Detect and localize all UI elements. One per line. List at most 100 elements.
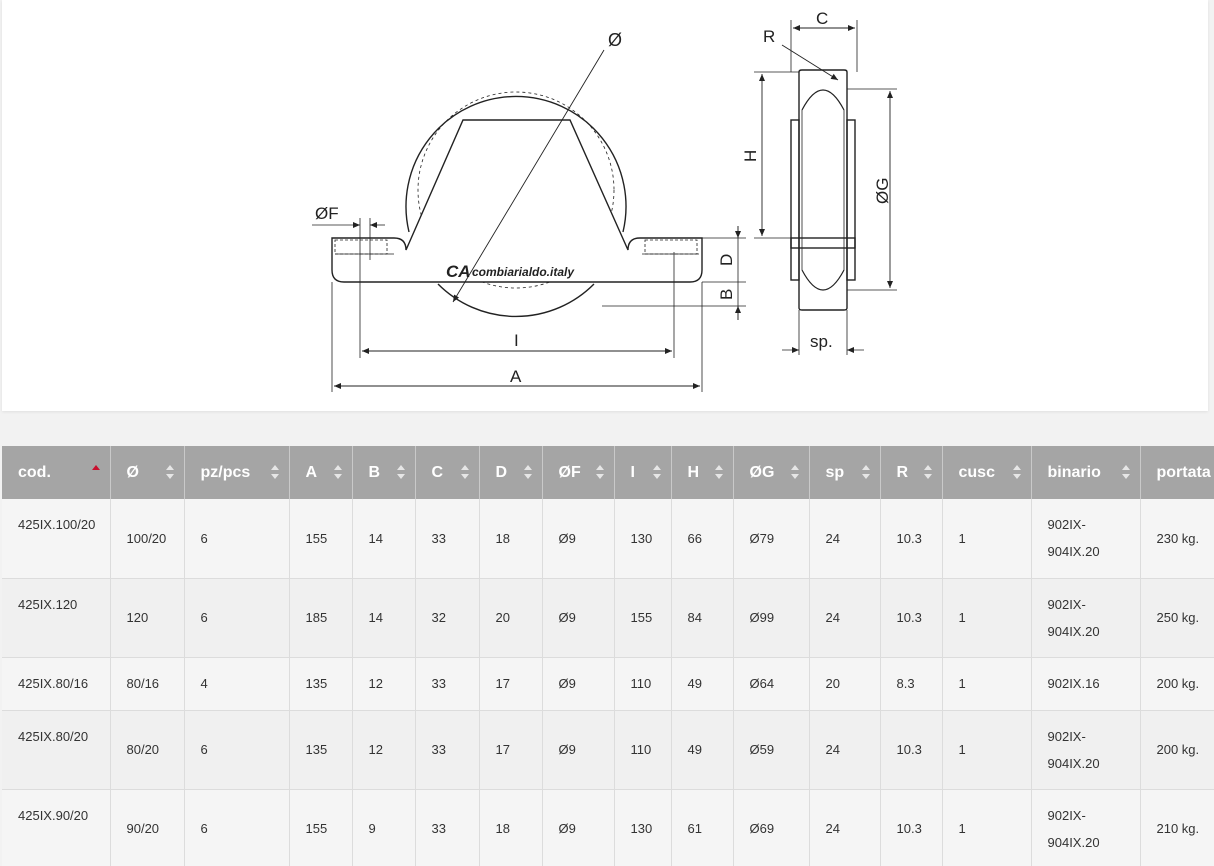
sort-icon: [460, 465, 469, 479]
cell-c: 32: [415, 578, 480, 658]
cell-sp: 24: [809, 578, 881, 658]
cell-diameter: 80/20: [110, 710, 185, 790]
sort-icon: [165, 465, 174, 479]
product-table: cod. Ø pz/pcs A B C D ØF I H ØG sp R cus…: [2, 446, 1214, 866]
column-header-cusc[interactable]: cusc: [942, 446, 1032, 499]
sort-ascending-icon: [91, 465, 100, 479]
cell-portata: 230 kg.: [1140, 499, 1214, 579]
sort-icon: [595, 465, 604, 479]
cell-r: 10.3: [880, 578, 943, 658]
cell-i: 110: [614, 657, 672, 711]
cell-cod: 425IX.80/16: [2, 657, 111, 711]
cell-pz: 6: [184, 789, 290, 866]
column-header-b[interactable]: B: [352, 446, 416, 499]
table-row: 425IX.100/20 100/20 6 155 14 33 18 Ø9 13…: [2, 499, 1214, 579]
cell-sp: 20: [809, 657, 881, 711]
cell-b: 14: [352, 578, 416, 658]
cell-a: 155: [289, 499, 353, 579]
cell-c: 33: [415, 499, 480, 579]
side-bracket-left: [790, 119, 800, 281]
cell-r: 8.3: [880, 657, 943, 711]
cell-cod: 425IX.90/20: [2, 789, 111, 866]
sort-icon: [790, 465, 799, 479]
column-header-i[interactable]: I: [614, 446, 672, 499]
cell-d: 18: [479, 789, 543, 866]
column-header-r[interactable]: R: [880, 446, 943, 499]
column-header-d[interactable]: D: [479, 446, 543, 499]
label-C: C: [816, 9, 828, 28]
cell-a: 185: [289, 578, 353, 658]
table-row: 425IX.80/16 80/16 4 135 12 33 17 Ø9 110 …: [2, 657, 1214, 711]
cell-phig: Ø69: [733, 789, 810, 866]
table-row: 425IX.120 120 6 185 14 32 20 Ø9 155 84 Ø…: [2, 578, 1214, 658]
label-H: H: [741, 150, 760, 162]
cell-b: 12: [352, 710, 416, 790]
cell-cod: 425IX.100/20: [2, 499, 111, 579]
label-R: R: [763, 27, 775, 46]
cell-binario: 902IX-904IX.20: [1031, 710, 1141, 790]
wheel-outer-outline: [405, 95, 627, 233]
column-header-pz-pcs[interactable]: pz/pcs: [184, 446, 290, 499]
cell-binario: 902IX-904IX.20: [1031, 499, 1141, 579]
column-header-h[interactable]: H: [671, 446, 734, 499]
cell-a: 155: [289, 789, 353, 866]
cell-phif: Ø9: [542, 499, 615, 579]
cell-b: 12: [352, 657, 416, 711]
cell-portata: 210 kg.: [1140, 789, 1214, 866]
column-header-c[interactable]: C: [415, 446, 480, 499]
sort-icon: [270, 465, 279, 479]
label-phiF: ØF: [315, 204, 339, 223]
cell-i: 130: [614, 499, 672, 579]
cell-d: 17: [479, 657, 543, 711]
wheel-inner-dashed: [417, 91, 615, 289]
side-wheel-profile: [798, 69, 848, 311]
column-header-portata[interactable]: portata: [1140, 446, 1214, 499]
cell-cod: 425IX.120: [2, 578, 111, 658]
cell-cusc: 1: [942, 710, 1032, 790]
cell-binario: 902IX-904IX.20: [1031, 578, 1141, 658]
column-header-diameter[interactable]: Ø: [110, 446, 185, 499]
cell-diameter: 120: [110, 578, 185, 658]
column-header-cod[interactable]: cod.: [2, 446, 111, 499]
cell-i: 155: [614, 578, 672, 658]
label-I: I: [514, 331, 519, 350]
column-header-phif[interactable]: ØF: [542, 446, 615, 499]
logo-mark: CA: [446, 262, 471, 281]
cell-diameter: 100/20: [110, 499, 185, 579]
cell-r: 10.3: [880, 499, 943, 579]
cell-h: 49: [671, 710, 734, 790]
cell-phig: Ø99: [733, 578, 810, 658]
cell-sp: 24: [809, 499, 881, 579]
table-header-row: cod. Ø pz/pcs A B C D ØF I H ØG sp R cus…: [2, 446, 1214, 499]
column-header-binario[interactable]: binario: [1031, 446, 1141, 499]
cell-sp: 24: [809, 789, 881, 866]
product-table-container[interactable]: cod. Ø pz/pcs A B C D ØF I H ØG sp R cus…: [2, 446, 1214, 866]
sort-icon: [523, 465, 532, 479]
cell-h: 66: [671, 499, 734, 579]
column-header-sp[interactable]: sp: [809, 446, 881, 499]
cell-phig: Ø79: [733, 499, 810, 579]
sort-icon: [861, 465, 870, 479]
cell-portata: 250 kg.: [1140, 578, 1214, 658]
sort-icon: [396, 465, 405, 479]
column-header-a[interactable]: A: [289, 446, 353, 499]
label-D: D: [717, 254, 736, 266]
sort-icon: [1012, 465, 1021, 479]
wheel-lower-arc: [437, 283, 595, 318]
cell-h: 61: [671, 789, 734, 866]
cell-d: 20: [479, 578, 543, 658]
technical-drawing: Ø ØF I A C R sp. D B H ØG CA combiariald…: [2, 0, 1208, 411]
cell-binario: 902IX-904IX.20: [1031, 789, 1141, 866]
cell-b: 9: [352, 789, 416, 866]
cell-d: 18: [479, 499, 543, 579]
sort-icon: [923, 465, 932, 479]
sort-icon: [333, 465, 342, 479]
cell-pz: 6: [184, 710, 290, 790]
cell-a: 135: [289, 657, 353, 711]
cell-c: 33: [415, 789, 480, 866]
logo-text: combiarialdo.italy: [472, 265, 575, 279]
side-bracket-right: [846, 119, 856, 281]
cell-d: 17: [479, 710, 543, 790]
table-row: 425IX.90/20 90/20 6 155 9 33 18 Ø9 130 6…: [2, 789, 1214, 866]
column-header-phig[interactable]: ØG: [733, 446, 810, 499]
